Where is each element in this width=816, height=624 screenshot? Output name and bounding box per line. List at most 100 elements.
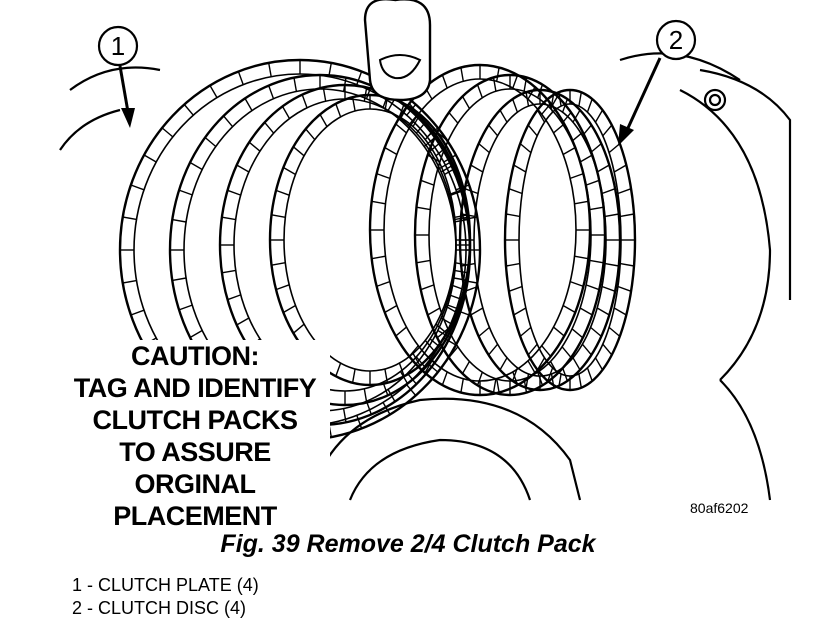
- ring-segment: [161, 127, 174, 138]
- ring-segment: [511, 98, 519, 113]
- ring-segment: [585, 284, 600, 291]
- ring-segment: [561, 346, 572, 359]
- ring-segment: [460, 378, 464, 393]
- ring-segment: [558, 92, 562, 107]
- ring-segment: [450, 189, 465, 196]
- ring-segment: [387, 389, 396, 402]
- ring-segment: [601, 285, 616, 292]
- ring-segment: [356, 415, 363, 429]
- caution-note: CAUTION: TAG AND IDENTIFY CLUTCH PACKS T…: [60, 340, 330, 532]
- ring-segment: [527, 86, 536, 100]
- ring-segment: [513, 164, 527, 173]
- ring-segment: [376, 172, 391, 180]
- ring-segment: [572, 357, 581, 371]
- ring-segment: [227, 189, 241, 196]
- ring-segment: [496, 378, 500, 393]
- ring-inner-edge: [473, 103, 607, 377]
- ring-segment: [523, 378, 528, 393]
- ring-segment: [581, 124, 592, 137]
- ring-segment: [478, 143, 490, 154]
- ring-segment: [427, 307, 441, 316]
- ring-segment: [416, 259, 431, 264]
- callout-1-number: 1: [111, 31, 125, 61]
- ring-segment: [476, 84, 483, 99]
- ring-segment: [408, 103, 419, 115]
- ring-segment: [444, 166, 457, 176]
- ring-segment: [579, 307, 593, 316]
- ring-segment: [525, 92, 530, 107]
- legend: 1 - CLUTCH PLATE (4) 2 - CLUTCH DISC (4): [72, 574, 259, 620]
- ring-segment: [363, 388, 368, 403]
- ring-segment: [574, 200, 589, 205]
- ring-segment: [292, 146, 305, 157]
- caution-line: PLACEMENT: [60, 500, 330, 532]
- ring-segment: [586, 98, 593, 113]
- ring-segment: [441, 371, 448, 386]
- ring-inner-edge: [428, 88, 592, 382]
- ring-segment: [356, 71, 363, 85]
- ring-segment: [519, 143, 532, 154]
- ring-segment: [448, 111, 459, 124]
- ring-segment: [412, 353, 421, 366]
- caution-line: TAG AND IDENTIFY: [60, 372, 330, 404]
- ring-segment: [464, 188, 479, 195]
- ring-segment: [571, 328, 584, 339]
- ring-segment: [122, 216, 137, 221]
- ring-segment: [227, 294, 241, 301]
- ring-segment: [527, 343, 538, 356]
- ring-segment: [351, 368, 356, 383]
- ring-segment: [562, 304, 576, 314]
- ring-segment: [408, 345, 419, 357]
- ring-segment: [398, 362, 405, 377]
- ring-segment: [412, 114, 421, 127]
- ring-segment: [569, 172, 584, 180]
- ring-segment: [322, 87, 327, 102]
- ring-segment: [384, 304, 398, 314]
- ring-segment: [561, 98, 569, 113]
- caution-line: ORGINAL: [60, 468, 330, 500]
- ring-segment: [223, 115, 234, 128]
- ring-segment: [527, 360, 536, 374]
- ring-segment: [319, 114, 328, 127]
- callout-2-number: 2: [669, 25, 683, 55]
- ring-segment: [335, 103, 342, 118]
- ring-segment: [172, 218, 187, 223]
- ring-segment: [617, 188, 632, 195]
- ring-segment: [461, 213, 476, 218]
- ring-segment: [596, 307, 610, 316]
- ring-segment: [574, 255, 589, 260]
- ring-segment: [604, 213, 619, 218]
- ring-segment: [608, 326, 621, 337]
- ring-segment: [371, 255, 386, 260]
- ring-segment: [444, 304, 457, 314]
- finger: [363, 0, 432, 102]
- ring-segment: [589, 259, 604, 264]
- ring-segment: [511, 367, 519, 382]
- ring-segment: [130, 309, 145, 316]
- ring-segment: [569, 280, 584, 288]
- ring-segment: [292, 323, 305, 334]
- ring-segment: [499, 357, 508, 371]
- housing-bore: [679, 89, 772, 381]
- ring-segment: [536, 357, 546, 371]
- ring-segment: [420, 284, 435, 291]
- ring-segment: [427, 154, 441, 163]
- ring-segment: [613, 164, 627, 173]
- ring-segment: [189, 161, 203, 171]
- ring-segment: [561, 111, 572, 124]
- ring-segment: [424, 360, 433, 374]
- ring-segment: [596, 164, 610, 173]
- ring-segment: [264, 121, 275, 134]
- ring-segment: [602, 124, 613, 137]
- ring-segment: [271, 214, 286, 218]
- ring-segment: [283, 304, 296, 314]
- clutch-plate-ring: [458, 88, 622, 392]
- ring-segment: [335, 362, 342, 377]
- caution-line: TO ASSURE: [60, 436, 330, 468]
- ring-segment: [547, 98, 554, 113]
- ring-segment: [505, 213, 520, 218]
- ring-segment: [553, 123, 565, 134]
- ring-segment: [505, 262, 520, 267]
- ring-segment: [578, 92, 582, 107]
- ring-segment: [382, 402, 391, 415]
